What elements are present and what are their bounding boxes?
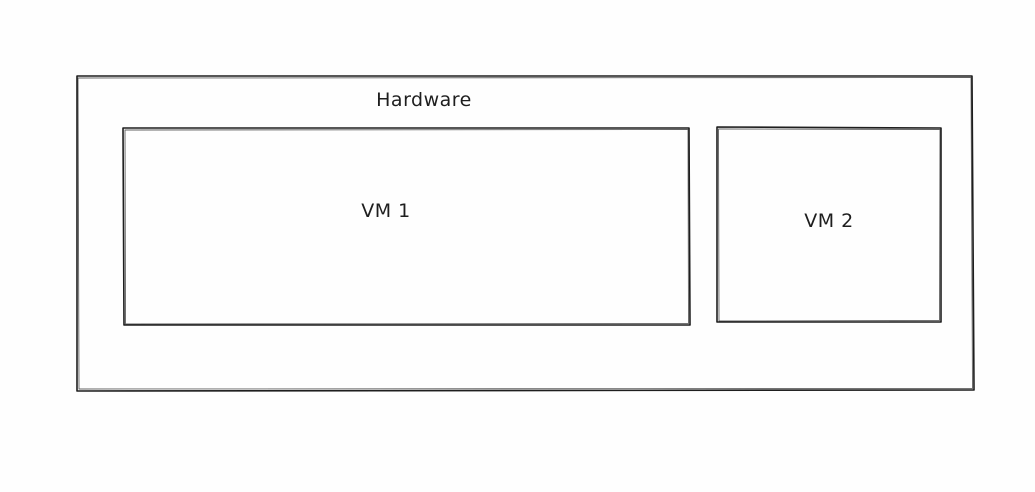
vm1-box	[122, 127, 691, 326]
hardware-box	[76, 75, 975, 392]
vm2-box	[716, 126, 942, 323]
vm1-label: VM 1	[361, 200, 411, 222]
vm2-label: VM 2	[804, 210, 854, 232]
hardware-label: Hardware	[376, 89, 472, 111]
